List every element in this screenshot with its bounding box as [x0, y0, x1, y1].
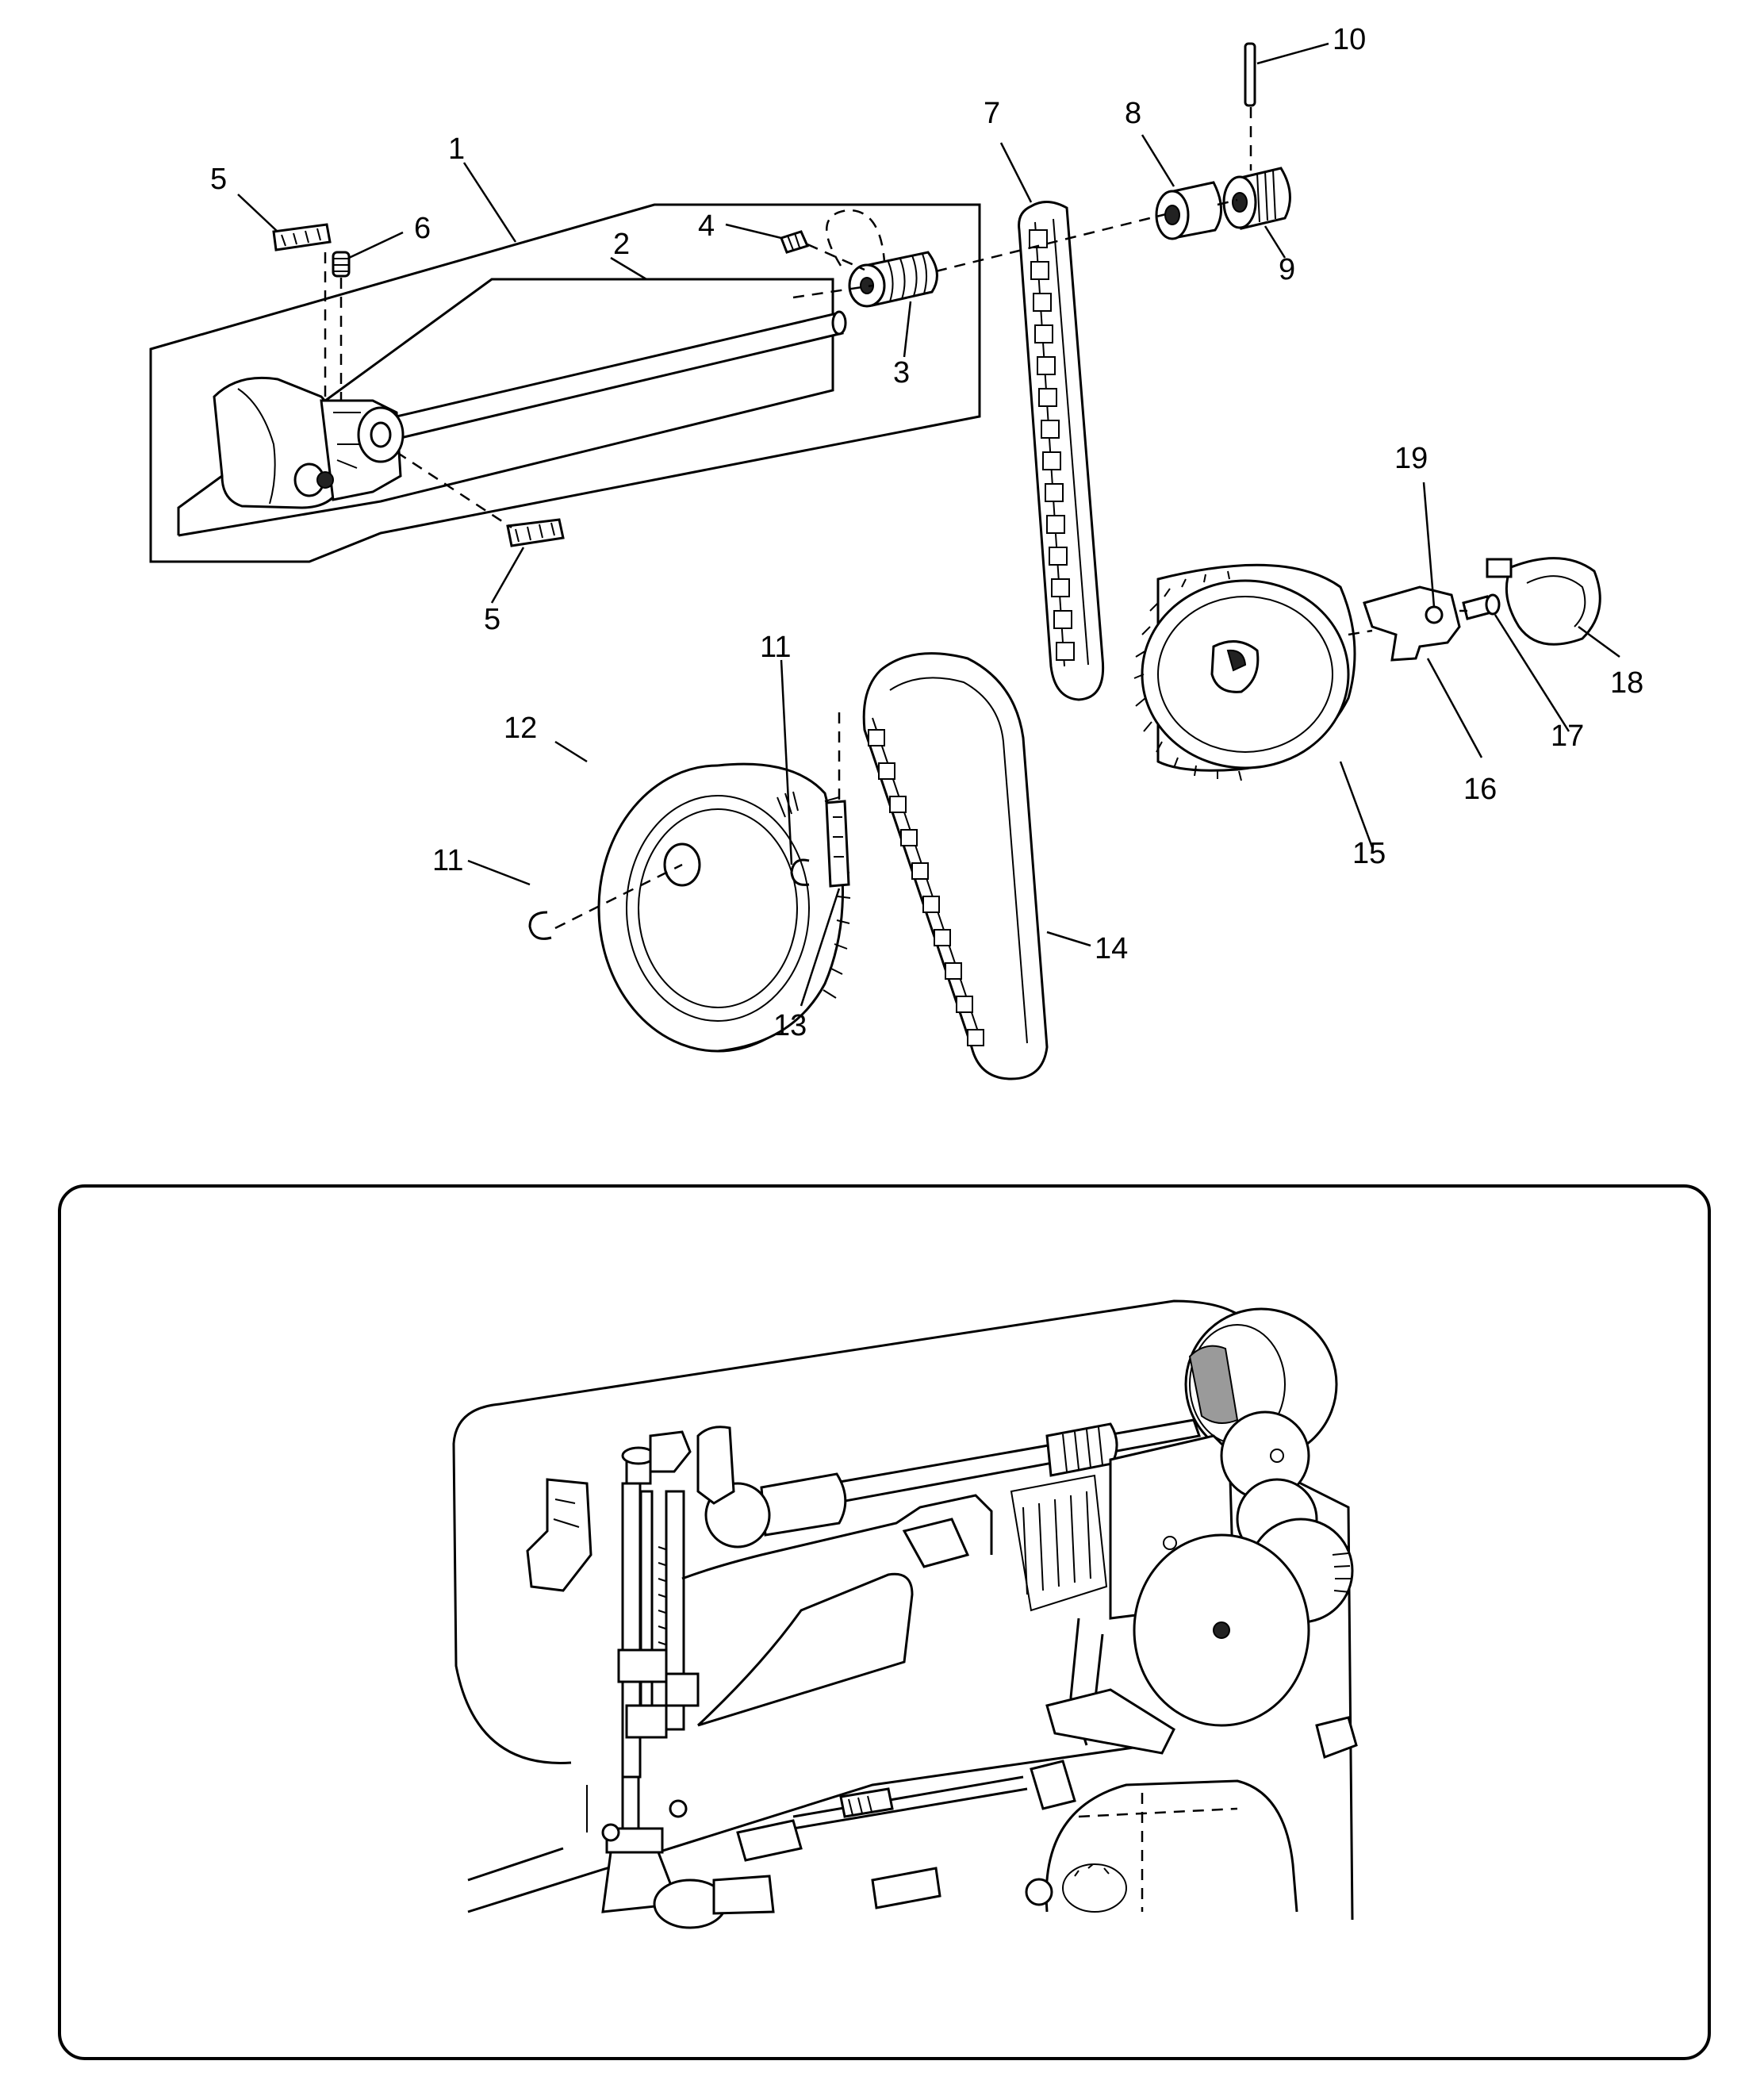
assembly-line-shaft [792, 198, 1238, 299]
main-shaft [395, 310, 847, 439]
belt-teeth-lower [868, 729, 984, 1046]
callout-11-left: 11 [432, 844, 463, 877]
assembly-outline-2 [177, 278, 834, 537]
inset-feed-linkage [736, 1618, 1175, 1909]
machine-arm-opening [696, 1572, 914, 1727]
inset-frame [58, 1184, 1711, 2060]
pinion-gear [1222, 167, 1291, 230]
crank-counterweight [213, 376, 405, 509]
callout-8: 8 [1125, 97, 1141, 130]
callout-19: 19 [1394, 442, 1428, 475]
assembly-line-handwheel [554, 863, 683, 930]
worm-gear [848, 251, 938, 308]
pin-10 [1244, 42, 1256, 107]
inset-handwheel [1184, 1307, 1338, 1461]
bobbin-case [1486, 557, 1601, 646]
set-screw-4 [780, 230, 810, 254]
callout-13: 13 [773, 1009, 807, 1042]
callout-numbers: 1 2 3 4 5 5 6 7 8 9 10 11 11 12 13 14 15… [210, 23, 1643, 1042]
inset-hook-area [653, 1875, 775, 1929]
hook-screw [1462, 593, 1501, 620]
set-screw-6 [332, 251, 351, 278]
inset-view [58, 1184, 1711, 2060]
assembly-outline-1 [149, 203, 981, 563]
callout-17: 17 [1551, 720, 1584, 753]
e-ring-right [790, 858, 810, 886]
callout-5-lower: 5 [484, 603, 500, 636]
e-ring-left [528, 911, 552, 940]
callout-4: 4 [698, 209, 715, 243]
assembly-line-pin5-upper [324, 252, 343, 405]
callout-2: 2 [613, 228, 630, 261]
handwheel-pulley [597, 762, 851, 1053]
large-drive-gear [1133, 563, 1356, 781]
hook-bracket [1363, 585, 1461, 662]
callout-3: 3 [893, 356, 910, 390]
belt-teeth-upper [1029, 229, 1075, 661]
callout-9: 9 [1279, 253, 1295, 286]
assembly-line-pin5-lower [396, 451, 512, 529]
timing-belt-upper [1018, 201, 1105, 701]
inset-needle-bar [526, 1446, 700, 1779]
inset-motor [1025, 1779, 1298, 1913]
callout-6: 6 [414, 212, 431, 245]
pin-bar-lower [506, 518, 565, 547]
callout-10: 10 [1333, 23, 1366, 56]
callout-16: 16 [1463, 773, 1497, 806]
exploded-view: 1 2 3 4 5 5 6 7 8 9 10 11 11 12 13 14 15… [149, 23, 1643, 1080]
callout-11-right: 11 [760, 631, 791, 664]
inset-takeup-lever [649, 1426, 993, 1580]
bushing [1155, 181, 1223, 240]
assembly-line-hook [1348, 609, 1467, 636]
timing-belt-lower [862, 652, 1049, 1080]
callout-7: 7 [984, 97, 1000, 130]
callout-14: 14 [1095, 932, 1128, 965]
callout-12: 12 [504, 712, 537, 745]
machine-base-line [467, 1744, 1151, 1913]
callout-15: 15 [1352, 837, 1386, 870]
leader-lines [237, 42, 1620, 1007]
assembly-line-screw4 [807, 209, 886, 271]
callout-18: 18 [1610, 666, 1643, 700]
callout-1: 1 [448, 132, 465, 166]
callout-5-upper: 5 [210, 163, 227, 196]
pin-bar-upper [272, 223, 332, 251]
key-13 [825, 800, 850, 888]
inset-gearbox [1010, 1410, 1358, 1759]
